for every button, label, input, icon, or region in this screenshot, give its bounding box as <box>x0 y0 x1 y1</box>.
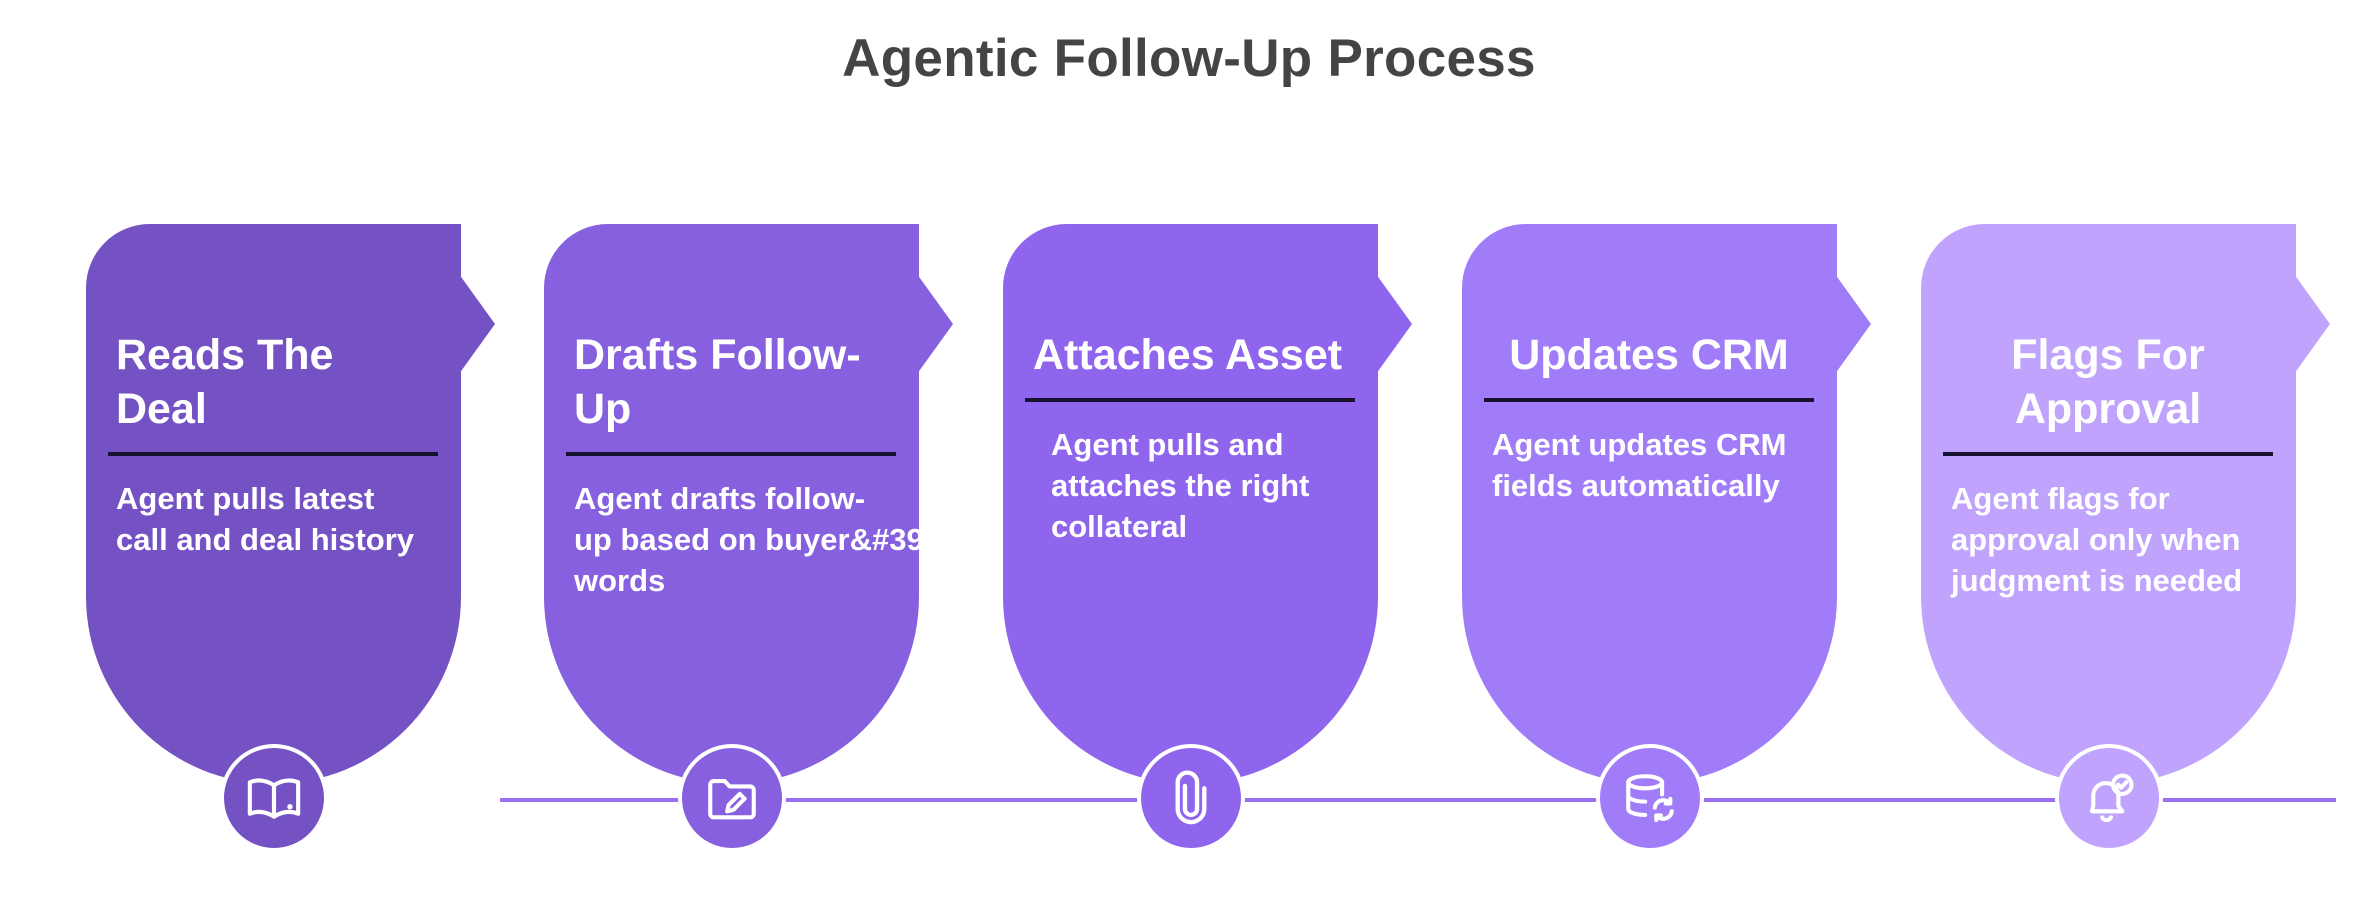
bell-check-icon <box>2055 744 2163 852</box>
step-divider <box>1025 398 1355 402</box>
step-card-pointer <box>917 274 953 374</box>
step-card-attaches-asset: Attaches Asset Agent pulls and attaches … <box>1003 224 1412 852</box>
step-card-pointer <box>1835 274 1871 374</box>
step-card-pointer <box>459 274 495 374</box>
step-description: Agent updates CRM fields automatically <box>1492 427 1787 503</box>
step-title: Flags For Approval <box>2011 331 2205 433</box>
step-card-reads-the-deal: Reads The Deal Agent pulls latest call a… <box>86 224 495 852</box>
step-card-shape <box>1462 224 1837 784</box>
step-card-shape <box>86 224 461 784</box>
step-description: Agent flags for approval only when judgm… <box>1951 481 2243 598</box>
step-card-drafts-follow-up: Drafts Follow-Up Agent drafts follow- up… <box>544 224 953 852</box>
step-title: Updates CRM <box>1509 331 1789 379</box>
step-card-updates-crm: Updates CRM Agent updates CRM fields aut… <box>1462 224 1871 852</box>
step-card-pointer <box>2294 274 2330 374</box>
step-divider <box>566 452 896 456</box>
step-card-pointer <box>1376 274 1412 374</box>
step-divider <box>1943 452 2273 456</box>
open-book-icon <box>220 744 328 852</box>
timeline-connector <box>500 798 2336 802</box>
step-description: Agent pulls latest call and deal history <box>116 481 415 557</box>
step-title: Attaches Asset <box>1033 331 1343 379</box>
database-sync-icon <box>1596 744 1704 852</box>
step-title: Reads The Deal <box>116 331 334 433</box>
step-description: Agent drafts follow- up based on buyer&#… <box>574 481 924 598</box>
step-divider <box>108 452 438 456</box>
step-card-shape <box>544 224 919 784</box>
step-card-flags-for-approval: Flags For Approval Agent flags for appro… <box>1921 224 2330 852</box>
step-card-shape <box>1921 224 2296 784</box>
page-title: Agentic Follow-Up Process <box>842 29 1536 88</box>
step-card-shape <box>1003 224 1378 784</box>
step-title: Drafts Follow-Up <box>574 331 861 433</box>
step-description: Agent pulls and attaches the right colla… <box>1051 427 1310 544</box>
folder-edit-icon <box>678 744 786 852</box>
step-divider <box>1484 398 1814 402</box>
paperclip-icon <box>1137 744 1245 852</box>
